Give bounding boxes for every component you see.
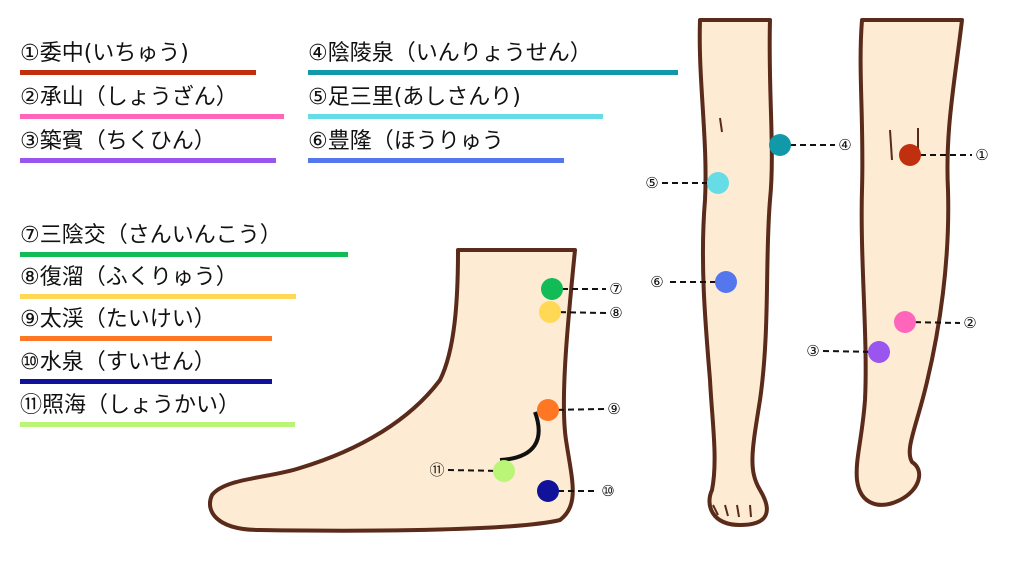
acupoint-number: ① bbox=[975, 146, 988, 164]
legend-label: ⑤足三里(あしさんり) bbox=[308, 85, 521, 110]
acupoint-number: ⑩ bbox=[601, 482, 614, 500]
acupoint-marker bbox=[769, 134, 791, 156]
legend-item: ④陰陵泉（いんりょうせん） bbox=[308, 40, 678, 75]
ankle-bone-line bbox=[499, 411, 541, 462]
back-leg-outline bbox=[854, 18, 964, 507]
acupoint-marker bbox=[539, 301, 561, 323]
legend-underline bbox=[20, 158, 276, 163]
acupoint-marker bbox=[493, 460, 515, 482]
acupoint-number: ② bbox=[963, 314, 976, 332]
legend-label: ①委中(いちゅう) bbox=[20, 41, 189, 66]
legend-underline bbox=[308, 70, 678, 75]
legend-underline bbox=[20, 252, 348, 257]
acupoint-number: ⑥ bbox=[650, 273, 663, 291]
acupoint-marker bbox=[537, 480, 559, 502]
legend-item: ⑩水泉（すいせん） bbox=[20, 349, 272, 384]
legend-label: ⑦三陰交（さんいんこう） bbox=[20, 223, 282, 248]
legend-item: ⑧復溜（ふくりゅう） bbox=[20, 264, 296, 299]
acupoint-number: ③ bbox=[806, 342, 819, 360]
leader-line bbox=[904, 321, 961, 324]
acupoint-marker bbox=[899, 144, 921, 166]
legend-underline bbox=[308, 114, 603, 119]
legend-label: ⑧復溜（ふくりゅう） bbox=[20, 265, 238, 290]
legend-label: ⑥豊隆（ほうりゅう bbox=[308, 129, 504, 154]
legend-label: ④陰陵泉（いんりょうせん） bbox=[308, 41, 592, 66]
legend-label: ⑨太渓（たいけい） bbox=[20, 307, 216, 332]
legend-item: ③築賓（ちくひん） bbox=[20, 128, 276, 163]
acupoint-number: ⑤ bbox=[645, 174, 658, 192]
acupoint-marker bbox=[868, 341, 890, 363]
acupoint-number: ⑪ bbox=[429, 461, 444, 479]
front-leg-outline bbox=[697, 18, 774, 527]
legend-label: ③築賓（ちくひん） bbox=[20, 129, 216, 154]
legend-underline bbox=[20, 114, 284, 119]
acupoint-number: ④ bbox=[838, 136, 851, 154]
legend-underline bbox=[308, 158, 564, 163]
legend-underline bbox=[20, 379, 272, 384]
legend-item: ⑥豊隆（ほうりゅう bbox=[308, 128, 564, 163]
acupoint-number: ⑧ bbox=[609, 304, 622, 322]
legend-item: ②承山（しょうざん） bbox=[20, 84, 284, 119]
legend-underline bbox=[20, 294, 296, 299]
acupoint-marker bbox=[707, 172, 729, 194]
legend-item: ⑪照海（しょうかい） bbox=[20, 392, 295, 427]
acupoint-marker bbox=[541, 278, 563, 300]
acupoint-marker bbox=[715, 271, 737, 293]
legend-item: ⑤足三里(あしさんり) bbox=[308, 84, 603, 119]
legend-underline bbox=[20, 422, 295, 427]
legend-item: ⑨太渓（たいけい） bbox=[20, 306, 272, 341]
legend-label: ⑩水泉（すいせん） bbox=[20, 350, 216, 375]
acupoint-number: ⑦ bbox=[609, 280, 622, 298]
legend-underline bbox=[20, 336, 272, 341]
acupoint-marker bbox=[537, 399, 559, 421]
acupoint-marker bbox=[894, 311, 916, 333]
legend-item: ①委中(いちゅう) bbox=[20, 40, 256, 75]
legend-label: ⑪照海（しょうかい） bbox=[20, 393, 241, 418]
legend-label: ②承山（しょうざん） bbox=[20, 85, 238, 110]
legend-underline bbox=[20, 70, 256, 75]
foot-outline bbox=[207, 248, 577, 533]
acupoint-number: ⑨ bbox=[607, 400, 620, 418]
legend-item: ⑦三陰交（さんいんこう） bbox=[20, 222, 348, 257]
